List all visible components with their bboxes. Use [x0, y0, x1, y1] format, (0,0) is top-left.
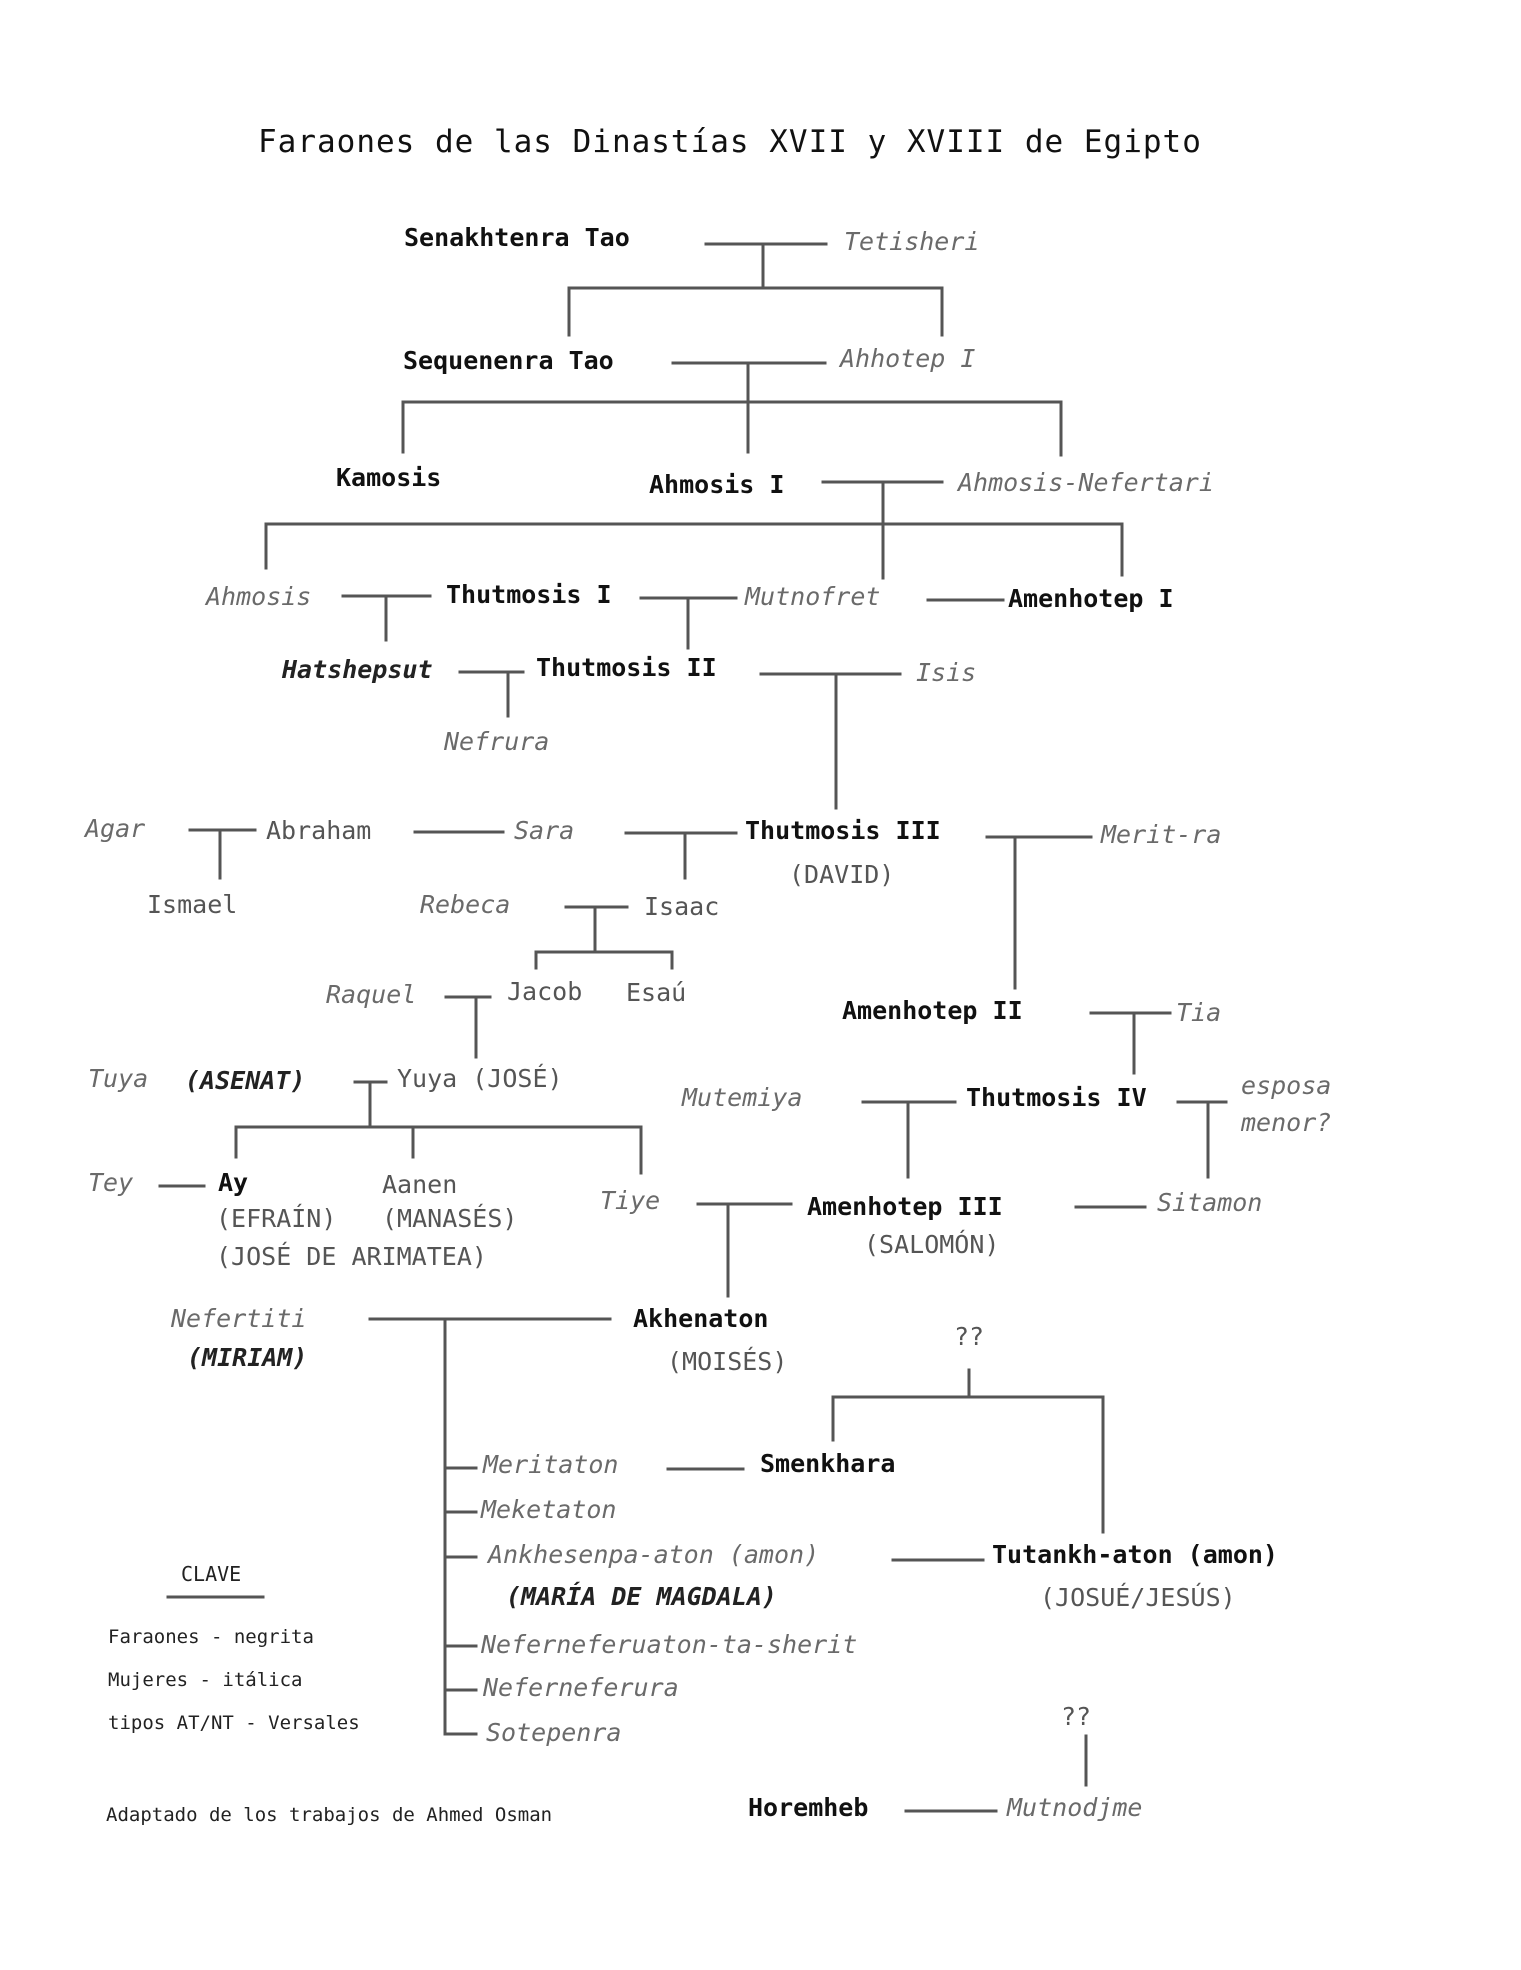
legend-faraones: Faraones - negrita — [108, 1626, 314, 1648]
page-title: Faraones de las Dinastías XVII y XVIII d… — [258, 124, 1202, 160]
person-ahhotep-i: Ahhotep I — [840, 344, 976, 373]
person-esau: Esaú — [626, 978, 687, 1007]
person-rebeca: Rebeca — [420, 890, 511, 919]
alias-manases: (MANASÉS) — [382, 1204, 518, 1233]
legend-mujeres: Mujeres - itálica — [108, 1669, 303, 1691]
person-ismael: Ismael — [147, 890, 238, 919]
person-sitamon: Sitamon — [1157, 1188, 1263, 1217]
alias-maria-de-magdala: (MARÍA DE MAGDALA) — [506, 1582, 777, 1611]
alias-miriam: (MIRIAM) — [187, 1343, 308, 1372]
person-kamosis: Kamosis — [336, 463, 442, 492]
person-thutmosis-i: Thutmosis I — [446, 580, 612, 609]
person-yuya-jose: Yuya (JOSÉ) — [397, 1064, 563, 1093]
person-neferneferura: Neferneferura — [483, 1673, 679, 1702]
person-esposa-menor-line2: menor? — [1241, 1108, 1332, 1137]
person-raquel: Raquel — [326, 980, 417, 1009]
person-amenhotep-ii: Amenhotep II — [842, 996, 1023, 1025]
alias-salomon: (SALOMÓN) — [864, 1230, 1000, 1259]
unknown-parents-2: ?? — [1061, 1702, 1092, 1731]
legend-title: CLAVE — [181, 1562, 242, 1586]
person-tey: Tey — [88, 1168, 134, 1197]
person-meketaton: Meketaton — [481, 1495, 617, 1524]
person-ahmosis-nefertari: Ahmosis-Nefertari — [958, 468, 1214, 497]
credit-line: Adaptado de los trabajos de Ahmed Osman — [106, 1804, 553, 1826]
person-abraham: Abraham — [266, 816, 372, 845]
person-isis: Isis — [916, 658, 977, 687]
person-sotepenra: Sotepenra — [486, 1718, 622, 1747]
person-mutemiya: Mutemiya — [682, 1083, 803, 1112]
person-ahmosis: Ahmosis — [206, 582, 312, 611]
person-horemheb: Horemheb — [748, 1793, 869, 1822]
person-sara: Sara — [514, 816, 575, 845]
person-tetisheri: Tetisheri — [844, 227, 980, 256]
person-isaac: Isaac — [644, 892, 720, 921]
person-thutmosis-iii: Thutmosis III — [745, 816, 941, 845]
alias-jose-de-arimatea: (JOSÉ DE ARIMATEA) — [216, 1242, 487, 1271]
person-nefertiti: Nefertiti — [171, 1304, 307, 1333]
person-meritaton: Meritaton — [483, 1450, 619, 1479]
person-tuya: Tuya — [88, 1064, 149, 1093]
person-ay: Ay — [218, 1168, 249, 1197]
person-mutnofret: Mutnofret — [745, 582, 881, 611]
person-smenkhara: Smenkhara — [760, 1449, 896, 1478]
person-tia: Tia — [1176, 998, 1222, 1027]
person-esposa-menor-line1: esposa — [1241, 1071, 1332, 1100]
person-tiye: Tiye — [600, 1186, 661, 1215]
person-ahmosis-i: Ahmosis I — [649, 470, 785, 499]
person-nefrura: Nefrura — [444, 727, 550, 756]
person-akhenaton: Akhenaton — [633, 1304, 769, 1333]
person-merit-ra: Merit-ra — [1101, 820, 1222, 849]
alias-asenat: (ASENAT) — [185, 1066, 306, 1095]
person-sequenenra-tao: Sequenenra Tao — [403, 346, 614, 375]
alias-josue-jesus: (JOSUÉ/JESÚS) — [1040, 1583, 1236, 1612]
person-ankhesenpa-aton: Ankhesenpa-aton (amon) — [488, 1540, 820, 1569]
person-thutmosis-ii: Thutmosis II — [536, 653, 717, 682]
person-amenhotep-i: Amenhotep I — [1008, 584, 1174, 613]
unknown-parents-1: ?? — [954, 1322, 985, 1351]
alias-efrain: (EFRAÍN) — [216, 1204, 337, 1233]
person-agar: Agar — [85, 814, 146, 843]
person-mutnodjme: Mutnodjme — [1007, 1793, 1143, 1822]
person-neferneferuaton-ta-sherit: Neferneferuaton-ta-sherit — [481, 1630, 858, 1659]
alias-moises: (MOISÉS) — [667, 1347, 788, 1376]
person-amenhotep-iii: Amenhotep III — [807, 1192, 1003, 1221]
person-jacob: Jacob — [507, 977, 583, 1006]
alias-david: (DAVID) — [789, 860, 895, 889]
legend-tipos: tipos AT/NT - Versales — [108, 1712, 360, 1734]
person-thutmosis-iv: Thutmosis IV — [966, 1083, 1147, 1112]
person-hatshepsut: Hatshepsut — [282, 655, 433, 684]
person-senakhtenra-tao: Senakhtenra Tao — [404, 223, 630, 252]
person-tutankh-aton: Tutankh-aton (amon) — [992, 1540, 1278, 1569]
person-aanen: Aanen — [382, 1170, 458, 1199]
